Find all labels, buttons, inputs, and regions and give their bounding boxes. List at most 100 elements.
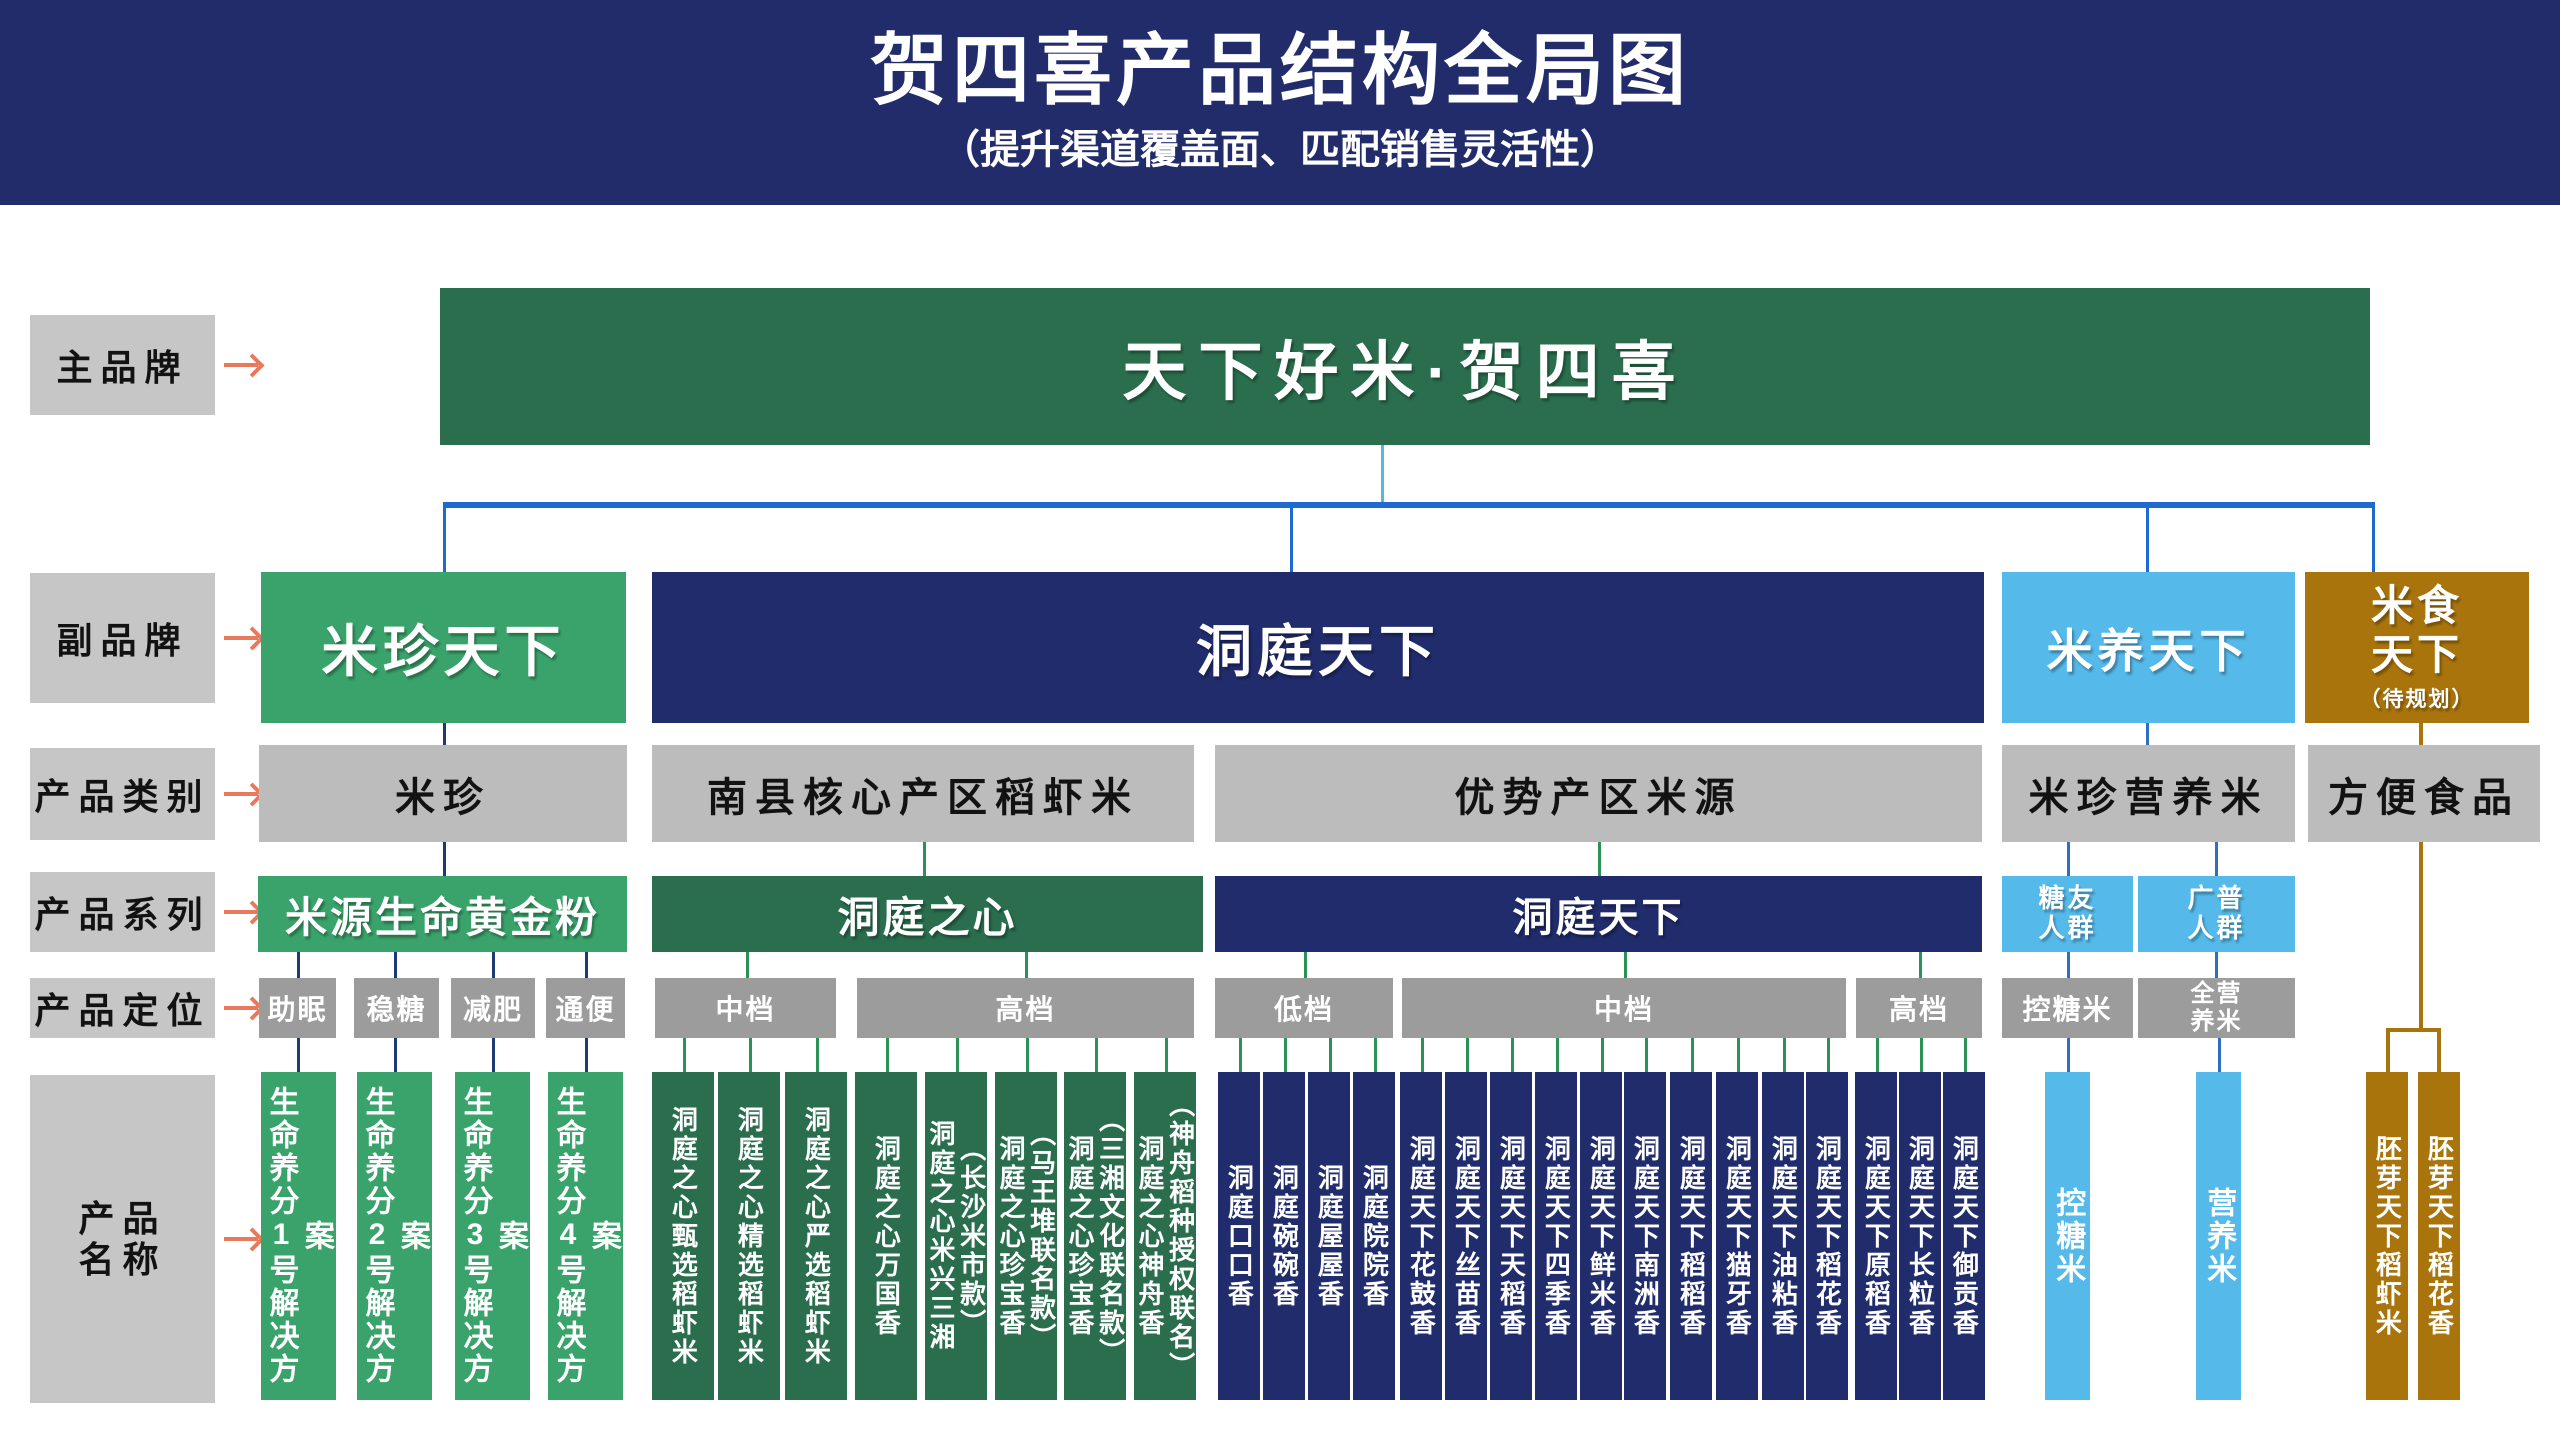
connector [1783,1038,1786,1072]
row-label-sub-brand: 副品牌 [30,573,215,703]
connector-branch-drop [2146,506,2149,572]
product-name: 洞庭之心珍宝香 [1065,1134,1095,1338]
product-note: （神舟稻种授权联名） [1165,1091,1196,1381]
product-name: 洞庭天下稻稻香 [1676,1134,1707,1338]
product-column: 洞庭天下油粘香 [1762,1072,1804,1400]
connector [1239,1038,1242,1072]
connector [1645,1038,1648,1072]
product-column: 洞庭天下猫牙香 [1716,1072,1758,1400]
product-note: （长沙米市款） [956,1134,987,1338]
connector [1511,1038,1514,1072]
connector [749,1038,752,1072]
positioning-box: 助眠 [259,978,336,1038]
product-column: 生命养分1号解决方案 [261,1072,336,1400]
product-name: 洞庭天下御贡香 [1949,1134,1980,1338]
row-label-positioning: 产品定位 [30,978,215,1038]
page-subtitle: （提升渠道覆盖面、匹配销售灵活性） [940,128,1620,173]
row-label-product-name: 产品 名称 [30,1075,215,1403]
product-note: （三湘文化联名款） [1095,1105,1126,1367]
connector [923,842,926,876]
positioning-box: 通便 [546,978,625,1038]
connector [394,1038,397,1072]
series-box: 广普 人群 [2138,876,2295,952]
connector [1624,952,1627,978]
connector [1601,1038,1604,1072]
category-box: 南县核心产区稻虾米 [652,745,1194,842]
product-name: 洞庭天下长粒香 [1905,1134,1936,1338]
product-name: 洞庭院院香 [1359,1163,1390,1309]
connector [1284,1038,1287,1072]
series-box: 米源生命黄金粉 [258,876,627,952]
positioning-box: 高档 [857,978,1194,1038]
row-label-series: 产品系列 [30,872,215,952]
connector [585,952,588,978]
product-name: 洞庭天下花鼓香 [1406,1134,1437,1338]
product-name: 洞庭之心神舟香 [1135,1134,1165,1338]
series-box: 洞庭之心 [652,876,1203,952]
connector [956,1038,959,1072]
product-name: 洞庭天下稻花香 [1812,1134,1843,1338]
arrow-icon [224,1237,258,1241]
product-name: 洞庭口口香 [1224,1163,1255,1309]
product-name: 洞庭碗碗香 [1269,1163,1300,1309]
connector [1466,1038,1469,1072]
connector [1095,1038,1098,1072]
product-name: 胚芽天下稻虾米 [2372,1134,2403,1338]
product-name: 洞庭屋屋香 [1314,1163,1345,1309]
product-name: 营养米 [2202,1186,2236,1286]
connector [2386,1028,2390,1072]
product-name: 洞庭之心米兴三湘 [926,1120,956,1352]
connector [1876,1038,1879,1072]
arrow-icon [224,910,258,914]
positioning-box: 控糖米 [2002,978,2133,1038]
connector-branch-drop [1290,506,1293,572]
product-column: 洞庭碗碗香 [1263,1072,1305,1400]
product-column: 洞庭天下御贡香 [1943,1072,1985,1400]
positioning-box: 中档 [1402,978,1846,1038]
product-name: 控糖米 [2051,1186,2085,1286]
connector-branch [443,502,2375,508]
connector [1421,1038,1424,1072]
connector [2146,723,2149,745]
header-banner: 贺四喜产品结构全局图 （提升渠道覆盖面、匹配销售灵活性） [0,0,2560,205]
connector [2419,842,2423,1030]
connector [1374,1038,1377,1072]
product-column: 洞庭之心精选稻虾米 [718,1072,780,1400]
connector [2215,952,2218,978]
product-column: 洞庭之心神舟香（神舟稻种授权联名） [1134,1072,1196,1400]
connector-main-trunk [1381,445,1384,504]
product-column: 洞庭天下鲜米香 [1580,1072,1622,1400]
product-name: 洞庭天下四季香 [1541,1134,1572,1338]
connector [1329,1038,1332,1072]
connector [746,952,749,978]
arrow-icon [224,636,258,640]
product-column: 洞庭天下稻稻香 [1670,1072,1712,1400]
product-name: 生命养分1号解决方案 [264,1086,333,1386]
page-title: 贺四喜产品结构全局图 [869,25,1690,114]
connector [1165,1038,1168,1072]
connector [1737,1038,1740,1072]
positioning-box: 全营 养米 [2138,978,2295,1038]
product-column: 洞庭天下天稻香 [1490,1072,1532,1400]
product-name: 洞庭之心甄选稻虾米 [668,1105,699,1367]
product-column: 洞庭之心米兴三湘（长沙米市款） [925,1072,987,1400]
product-column: 洞庭屋屋香 [1308,1072,1350,1400]
arrow-icon [224,1006,258,1010]
connector [1964,1038,1967,1072]
product-column: 洞庭天下南洲香 [1624,1072,1666,1400]
product-name: 洞庭天下丝苗香 [1451,1134,1482,1338]
product-name: 洞庭天下鲜米香 [1586,1134,1617,1338]
connector-branch-drop [443,506,446,572]
product-column: 洞庭口口香 [1218,1072,1260,1400]
product-column: 生命养分3号解决方案 [455,1072,530,1400]
product-column: 洞庭天下四季香 [1535,1072,1577,1400]
series-box: 洞庭天下 [1215,876,1982,952]
connector [297,952,300,978]
connector [2067,842,2070,876]
series-box: 糖友 人群 [2002,876,2133,952]
sub-brand: 米养天下 [2002,572,2295,723]
connector [683,1038,686,1072]
product-column: 控糖米 [2045,1072,2090,1400]
product-name: 洞庭之心万国香 [871,1134,902,1338]
product-column: 洞庭天下花鼓香 [1400,1072,1442,1400]
